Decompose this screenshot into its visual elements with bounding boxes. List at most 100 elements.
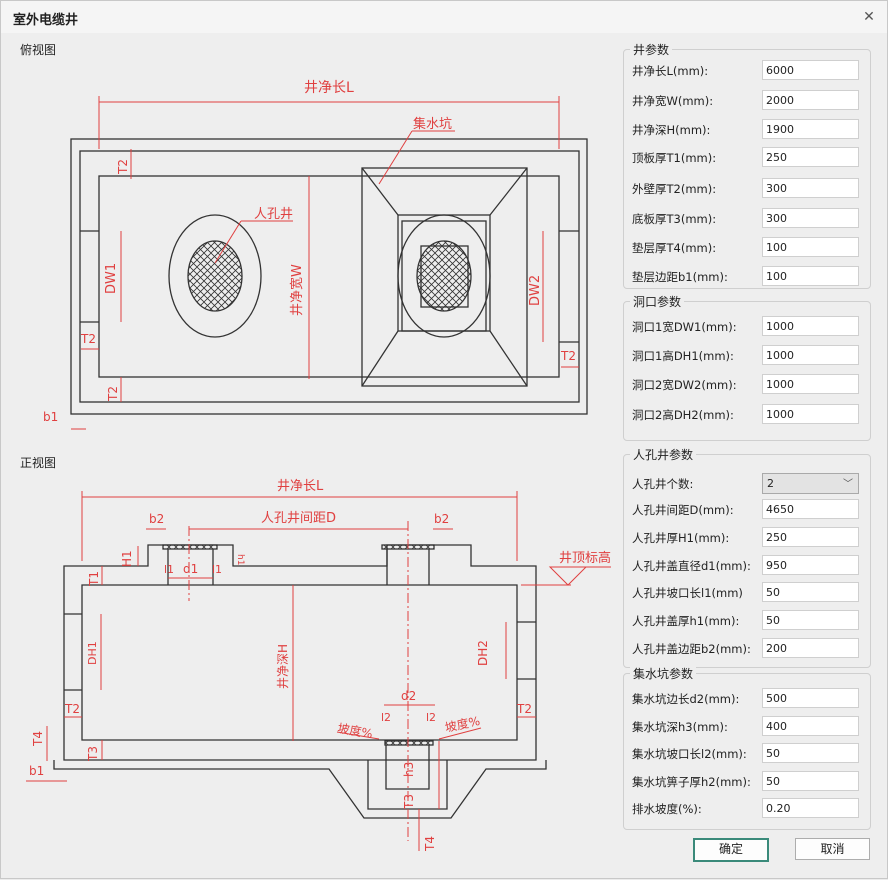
opening2-width-input[interactable] [762, 374, 859, 394]
cover-margin-input[interactable] [762, 638, 859, 658]
field-row-b2: 人孔井盖边距b2(mm): [632, 638, 864, 660]
field-row-dw2: 洞口2宽DW2(mm): [632, 374, 864, 396]
label-t1: T1 [87, 571, 101, 587]
outer-wall-outline [79, 150, 580, 403]
label-slope-right: 坡度% [444, 713, 482, 735]
field-row-b1: 垫层边距b1(mm): [632, 266, 864, 288]
field-row-depth: 井净深H(mm): [632, 119, 864, 141]
wall-t2-input[interactable] [762, 178, 859, 198]
group-title-sump: 集水坑参数 [630, 665, 697, 682]
label-t2-left-front: T2 [64, 702, 80, 716]
label-dh1: DH1 [86, 641, 99, 665]
field-row-l1: 人孔井坡口长l1(mm) [632, 582, 864, 604]
label-t4-sump: T4 [423, 836, 437, 852]
length-L-input[interactable] [762, 60, 859, 80]
ok-button[interactable]: 确定 [693, 838, 769, 862]
label-l1-left: l1 [164, 563, 174, 576]
field-label: 洞口2宽DW2(mm): [632, 378, 737, 392]
width-W-input[interactable] [762, 90, 859, 110]
drain-slope-input[interactable] [762, 798, 859, 818]
front-view-drawing [53, 544, 547, 819]
label-d2: d2 [401, 689, 416, 703]
manhole-outer-circle [168, 214, 262, 338]
group-title-manhole: 人孔井参数 [630, 446, 697, 463]
label-dw1: DW1 [104, 263, 119, 294]
front-view-labels: 井净长L 人孔井间距D b2 b2 H1 T1 l1 d1 l1 h1 井顶标高… [29, 479, 611, 852]
field-row-t4: 垫层厚T4(mm): [632, 237, 864, 259]
field-label: 井净长L(mm): [632, 64, 709, 78]
label-front-length: 井净长L [277, 479, 324, 494]
top-view-labels: 井净长L 集水坑 人孔井 井净宽W DW1 DW2 T2 T2 T2 T2 b1 [43, 80, 576, 424]
field-label: 集水坑边长d2(mm): [632, 692, 740, 706]
opening1-height-input[interactable] [762, 345, 859, 365]
field-row-dh1: 洞口1高DH1(mm): [632, 345, 864, 367]
field-label: 人孔井间距D(mm): [632, 503, 734, 517]
field-row-spacing: 人孔井间距D(mm): [632, 499, 864, 521]
label-t3: T3 [86, 746, 100, 762]
field-label: 人孔井盖直径d1(mm): [632, 559, 751, 573]
field-row-manhole-count: 人孔井个数: 2 ﹀ [632, 473, 864, 495]
front-view-dimensions [26, 491, 611, 851]
bottom-slab-t3-input[interactable] [762, 208, 859, 228]
cancel-button[interactable]: 取消 [795, 838, 870, 860]
label-t4-left: T4 [31, 731, 45, 747]
label-d1: d1 [183, 562, 198, 576]
top-view-dimensions [71, 96, 579, 430]
field-label: 井净宽W(mm): [632, 94, 714, 108]
label-t3-sump: T3 [402, 794, 416, 810]
manhole-count-select[interactable]: 2 ﹀ [762, 473, 859, 494]
sump-depth-input[interactable] [762, 716, 859, 736]
cover-diameter-input[interactable] [762, 555, 859, 575]
field-row-h1: 人孔井厚H1(mm): [632, 527, 864, 549]
label-h1: H1 [120, 550, 134, 567]
label-length-L: 井净长L [304, 80, 354, 96]
label-manhole: 人孔井 [254, 207, 293, 222]
label-dh2: DH2 [476, 640, 490, 666]
field-label: 人孔井盖边距b2(mm): [632, 642, 751, 656]
label-b2-right: b2 [434, 512, 449, 526]
label-t2-top: T2 [116, 159, 130, 175]
cover-thickness-input[interactable] [762, 610, 859, 630]
field-label: 集水坑深h3(mm): [632, 720, 728, 734]
field-row-slope: 排水坡度(%): [632, 798, 864, 820]
field-row-t3: 底板厚T3(mm): [632, 208, 864, 230]
cushion-margin-b1-input[interactable] [762, 266, 859, 286]
field-row-dh2: 洞口2高DH2(mm): [632, 404, 864, 426]
field-row-width: 井净宽W(mm): [632, 90, 864, 112]
field-label: 人孔井坡口长l1(mm) [632, 586, 743, 600]
close-icon[interactable]: ✕ [863, 9, 875, 25]
opening2-height-input[interactable] [762, 404, 859, 424]
field-label: 人孔井盖厚h1(mm): [632, 614, 740, 628]
manhole-thickness-input[interactable] [762, 527, 859, 547]
depth-H-input[interactable] [762, 119, 859, 139]
field-row-d2: 集水坑边长d2(mm): [632, 688, 864, 710]
label-depth-H: 井净深H [276, 644, 290, 689]
label-t2-right-front: T2 [516, 702, 532, 716]
label-b1-top: b1 [43, 410, 58, 424]
field-label: 洞口1宽DW1(mm): [632, 320, 737, 334]
field-label: 人孔井厚H1(mm): [632, 531, 730, 545]
field-row-t1: 顶板厚T1(mm): [632, 147, 864, 169]
label-hl: h1 [235, 554, 245, 565]
top-slab-t1-input[interactable] [762, 147, 859, 167]
field-row-h2: 集水坑箅子厚h2(mm): [632, 771, 864, 793]
sump-side-input[interactable] [762, 688, 859, 708]
field-row-cover-h1: 人孔井盖厚h1(mm): [632, 610, 864, 632]
outer-cushion-outline [70, 138, 588, 415]
group-sump-params: 集水坑参数 集水坑边长d2(mm): 集水坑深h3(mm): 集水坑坡口长l2(… [623, 665, 871, 830]
label-h3: h3 [402, 762, 416, 777]
sump-bevel-input[interactable] [762, 743, 859, 763]
label-b2-left: b2 [149, 512, 164, 526]
label-manhole-spacing: 人孔井间距D [261, 511, 336, 526]
manhole-spacing-input[interactable] [762, 499, 859, 519]
group-title-well: 井参数 [630, 41, 673, 58]
field-label: 集水坑箅子厚h2(mm): [632, 775, 751, 789]
cushion-t4-input[interactable] [762, 237, 859, 257]
label-top-elevation: 井顶标高 [559, 550, 611, 566]
grate-thickness-input[interactable] [762, 771, 859, 791]
manhole-bevel-input[interactable] [762, 582, 859, 602]
field-label: 集水坑坡口长l2(mm): [632, 747, 747, 761]
field-row-t2: 外壁厚T2(mm): [632, 178, 864, 200]
opening1-width-input[interactable] [762, 316, 859, 336]
label-t2-left: T2 [80, 332, 96, 346]
